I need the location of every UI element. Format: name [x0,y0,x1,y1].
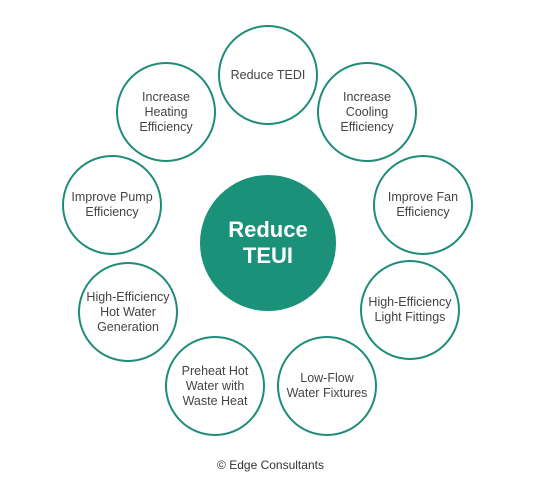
node-label: Increase Heating Efficiency [139,89,193,134]
copyright-text: © Edge Consultants [217,458,324,472]
node-improve-pump-efficiency: Improve Pump Efficiency [62,155,162,255]
center-circle-reduce-teui: Reduce TEUI [200,175,336,311]
node-increase-heating-efficiency: Increase Heating Efficiency [116,62,216,162]
node-label: High-Efficiency Hot Water Generation [86,289,170,334]
node-label: Low-Flow Water Fixtures [286,371,368,400]
node-preheat-hot-water: Preheat Hot Water with Waste Heat [165,336,265,436]
node-high-efficiency-light-fittings: High-Efficiency Light Fittings [360,260,460,360]
node-label: Increase Cooling Efficiency [340,89,394,134]
node-reduce-tedi: Reduce TEDI [218,25,318,125]
node-label: Improve Fan Efficiency [387,190,459,219]
node-label: Improve Pump Efficiency [71,190,153,219]
node-increase-cooling-efficiency: Increase Cooling Efficiency [317,62,417,162]
node-improve-fan-efficiency: Improve Fan Efficiency [373,155,473,255]
center-label: Reduce TEUI [228,217,308,268]
node-label: Reduce TEDI [230,67,306,82]
node-low-flow-water-fixtures: Low-Flow Water Fixtures [277,336,377,436]
node-label: Preheat Hot Water with Waste Heat [181,363,249,408]
node-high-efficiency-hot-water-generation: High-Efficiency Hot Water Generation [78,262,178,362]
node-label: High-Efficiency Light Fittings [368,295,452,324]
